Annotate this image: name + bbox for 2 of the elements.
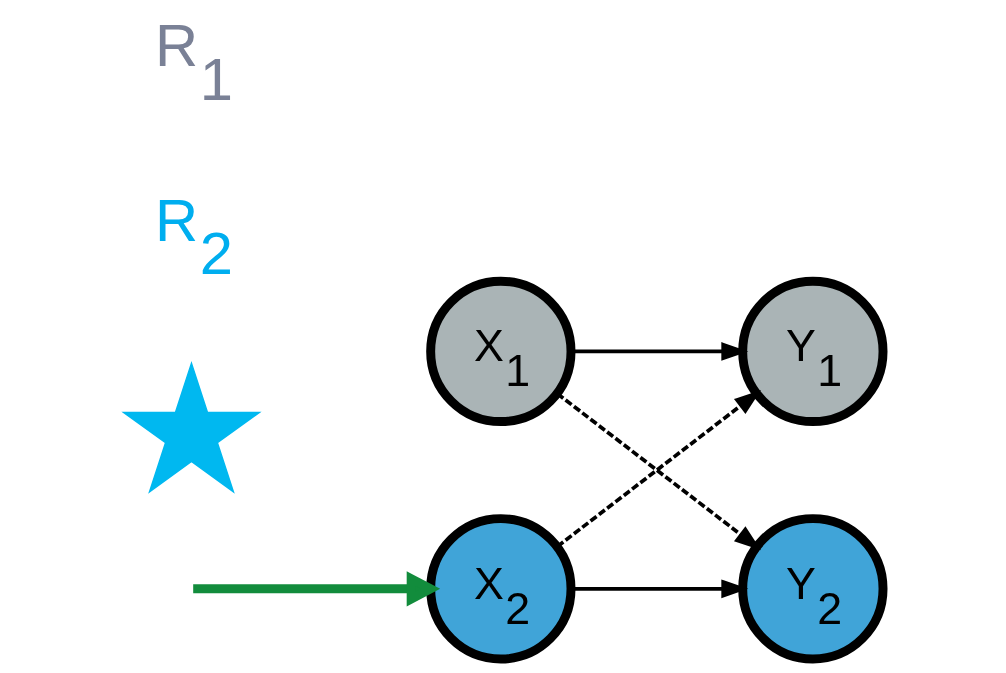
arrow (192, 571, 440, 607)
node-star (120, 360, 262, 494)
